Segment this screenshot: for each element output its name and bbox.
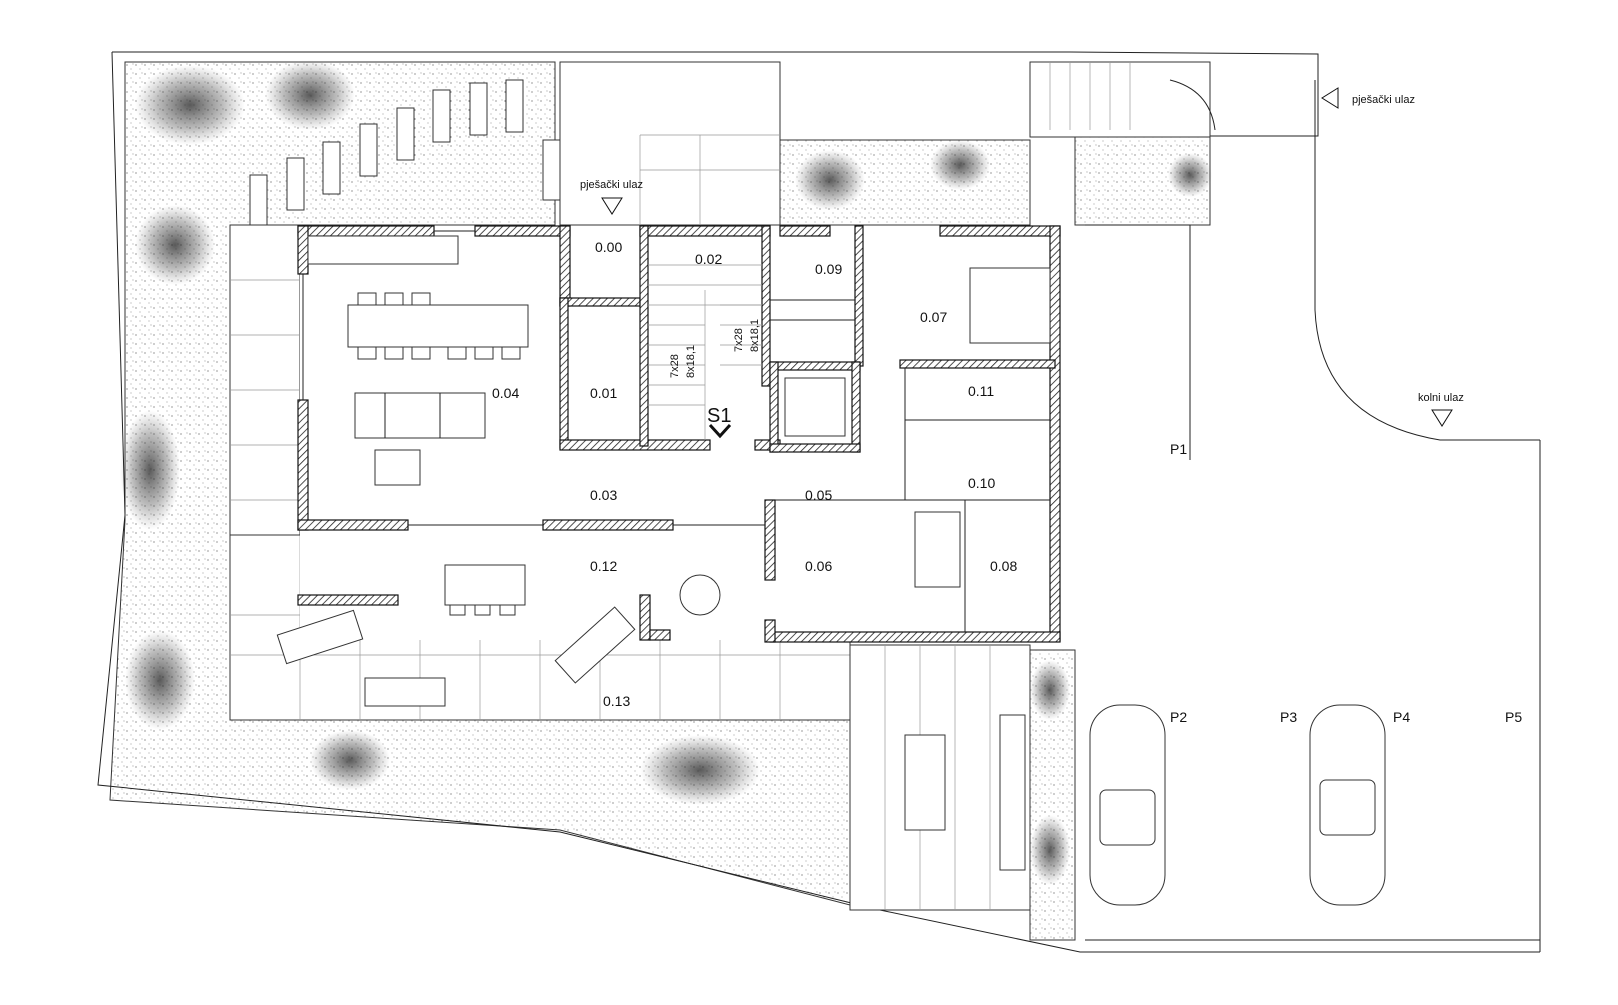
parking-label-p5: P5 — [1505, 709, 1522, 725]
sofa — [354, 392, 486, 439]
room-label-0-09: 0.09 — [815, 261, 842, 277]
stair-b-steps: 7x28 — [733, 328, 745, 352]
stair-b-rise: 8x18,1 — [749, 319, 761, 352]
elevator-cab — [784, 377, 846, 437]
section-marker-label: S1 — [707, 405, 731, 427]
vehicle-entrance-label: kolni ulaz — [1418, 392, 1464, 404]
room-label-0-01: 0.01 — [590, 385, 617, 401]
terrace-table — [444, 564, 526, 606]
entrance-labels: pješački ulaz pješački ulaz kolni ulaz — [580, 94, 1464, 404]
bed — [969, 267, 1051, 344]
room-label-0-10: 0.10 — [968, 475, 995, 491]
west-paving — [229, 224, 301, 536]
parking-label-p3: P3 — [1280, 709, 1297, 725]
glazing — [302, 230, 765, 526]
room-label-0-03: 0.03 — [590, 487, 617, 503]
room-label-0-07: 0.07 — [920, 309, 947, 325]
site-boundary — [97, 51, 1541, 953]
lounger-2 — [554, 606, 636, 684]
stepping-stones — [249, 79, 561, 228]
section-arrow-icon — [708, 423, 732, 439]
parking-label-p2: P2 — [1170, 709, 1187, 725]
south-dining-table — [904, 734, 946, 831]
south-bench — [999, 714, 1026, 871]
parking-labels: P1 P2 P3 P4 P5 — [1170, 441, 1522, 725]
dining-table — [347, 304, 529, 348]
stair-a-rise: 8x18,1 — [685, 345, 697, 378]
entrance-markers — [601, 87, 1453, 439]
room-label-0-12: 0.12 — [590, 558, 617, 574]
car-p2 — [1089, 704, 1166, 906]
parking-label-p1: P1 — [1170, 441, 1187, 457]
terrace-bench — [364, 677, 446, 707]
north-entry-paving — [559, 61, 781, 226]
room-label-0-08: 0.08 — [990, 558, 1017, 574]
lounger-1 — [276, 609, 364, 665]
room-label-0-04: 0.04 — [492, 385, 519, 401]
round-table — [679, 574, 721, 616]
room-label-0-11: 0.11 — [968, 383, 994, 399]
pedestrian-side-triangle — [1321, 87, 1339, 109]
room-label-0-06: 0.06 — [805, 558, 832, 574]
kitchen-counter — [307, 235, 459, 265]
furniture — [276, 235, 1386, 906]
room-label-0-13: 0.13 — [603, 693, 630, 709]
shrubs — [120, 60, 1212, 885]
pedestrian-side-entrance-label: pješački ulaz — [1352, 94, 1415, 106]
walls — [297, 225, 1061, 643]
room-label-0-02: 0.02 — [695, 251, 722, 267]
vehicle-entrance-triangle — [1431, 409, 1453, 427]
pedestrian-entrance-triangle — [601, 197, 623, 215]
wardrobe — [914, 511, 961, 588]
parking-label-p4: P4 — [1393, 709, 1410, 725]
stair-treads — [648, 264, 762, 440]
room-label-0-00: 0.00 — [595, 239, 622, 255]
interior-partitions — [770, 299, 1050, 632]
external-stair — [1029, 61, 1216, 138]
coffee-table — [374, 449, 421, 486]
room-label-0-05: 0.05 — [805, 487, 832, 503]
car-p4 — [1309, 704, 1386, 906]
stair-labels: 7x28 8x18,1 7x28 8x18,1 — [669, 319, 761, 378]
pedestrian-entrance-label: pješački ulaz — [580, 179, 643, 191]
stair-a-steps: 7x28 — [669, 354, 681, 378]
garden — [109, 60, 1212, 941]
room-labels: 0.00 0.01 0.02 0.03 0.04 0.05 0.06 0.07 … — [492, 239, 1017, 709]
